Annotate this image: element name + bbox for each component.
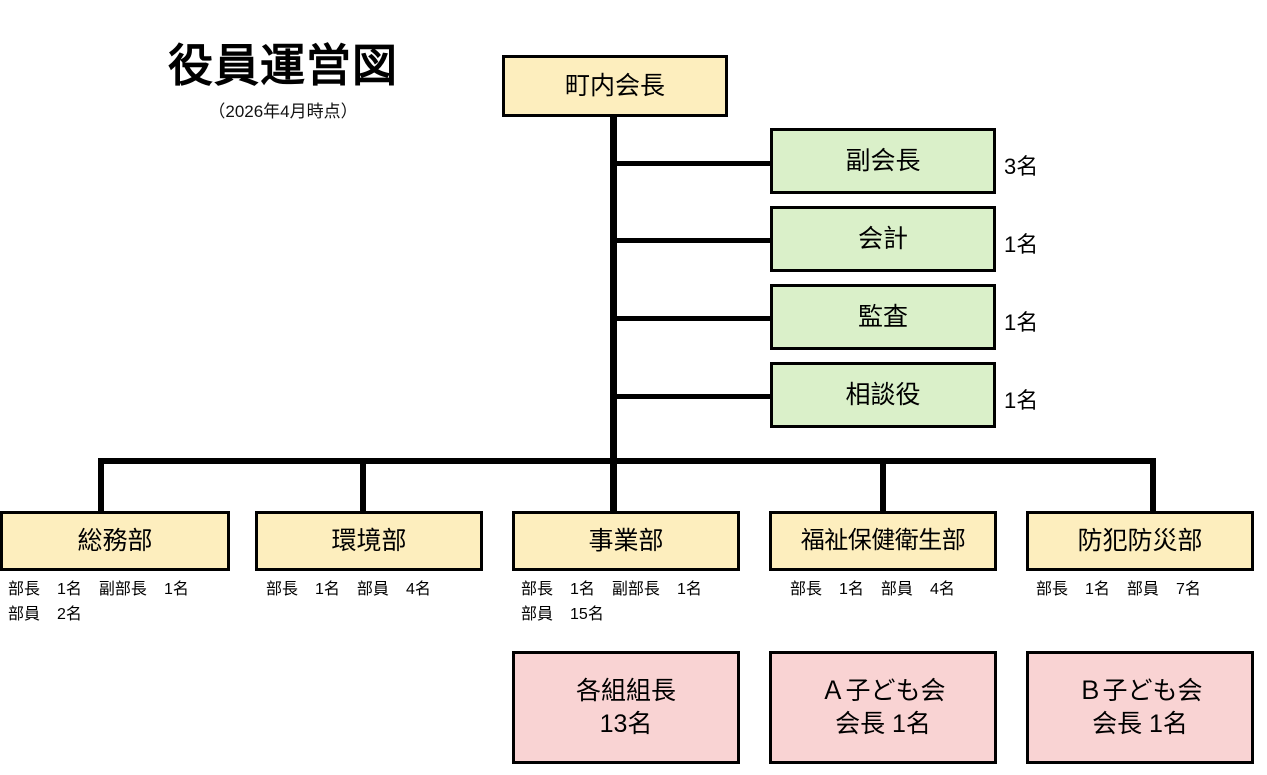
- page-subtitle: （2026年4月時点）: [208, 101, 358, 121]
- node-department-general-affairs-label: 総務部: [77, 526, 153, 555]
- role-name: 部長: [790, 581, 823, 598]
- role-count: 1名: [839, 581, 864, 598]
- role-name: 部員: [1126, 581, 1159, 598]
- node-children-association-a[interactable]: Ａ子ども会 会長 1名: [769, 651, 997, 764]
- node-accounting[interactable]: 会計: [770, 206, 996, 272]
- role-count: 7名: [1175, 581, 1201, 598]
- page-title: 役員運営図: [167, 40, 398, 91]
- count-accounting: 1名: [1004, 232, 1039, 257]
- role-count: 1名: [676, 581, 702, 598]
- role-name: 部長: [1036, 581, 1069, 598]
- role-count: 1名: [570, 581, 595, 598]
- node-department-crime-disaster-prevention[interactable]: 防犯防災部: [1026, 511, 1254, 571]
- node-department-business-label: 事業部: [588, 526, 664, 555]
- role-count: 4名: [405, 581, 431, 598]
- children-a-line1: Ａ子ども会: [820, 677, 946, 705]
- role-name: 部員: [521, 605, 554, 623]
- department-environment-roles: 部長 1名部員 4名: [266, 578, 431, 603]
- children-b-line2: 会長 1名: [1092, 709, 1188, 738]
- chart-title-block: 役員運営図 （2026年4月時点）: [138, 40, 428, 122]
- branch-line-officer-1: [610, 161, 772, 166]
- count-advisor: 1名: [1004, 388, 1039, 413]
- role-count: 4名: [929, 581, 955, 598]
- node-chairman-label: 町内会長: [564, 71, 665, 100]
- node-department-general-affairs[interactable]: 総務部: [0, 511, 230, 571]
- count-audit: 1名: [1004, 310, 1039, 335]
- drop-line-department-4: [880, 458, 886, 514]
- node-department-business[interactable]: 事業部: [512, 511, 740, 571]
- drop-line-department-5: [1150, 458, 1156, 514]
- role-name: 副部長: [611, 581, 660, 598]
- node-group-leaders[interactable]: 各組組長 13名: [512, 651, 740, 764]
- group-leaders-line1: 各組組長: [575, 677, 676, 705]
- node-advisor[interactable]: 相談役: [770, 362, 996, 428]
- trunk-vertical-line: [610, 117, 617, 463]
- node-children-association-b-label: Ｂ子ども会 会長 1名: [1077, 675, 1202, 740]
- node-department-welfare-health-label: 福祉保健衛生部: [800, 527, 966, 555]
- role-count: 1名: [163, 581, 189, 598]
- role-count: 1名: [315, 581, 340, 598]
- role-name: 部長: [521, 581, 554, 598]
- branch-line-officer-3: [610, 316, 772, 321]
- group-leaders-line2: 13名: [599, 709, 653, 738]
- drop-line-department-3: [610, 458, 617, 514]
- drop-line-department-2: [360, 458, 366, 514]
- department-welfare-health-roles: 部長 1名部員 4名: [790, 578, 955, 603]
- branch-line-officer-4: [610, 394, 772, 399]
- department-general-affairs-roles: 部長 1名副部長 1名 部員 2名: [8, 578, 189, 628]
- role-count: 2名: [57, 605, 82, 623]
- node-children-association-a-label: Ａ子ども会 会長 1名: [820, 675, 945, 740]
- children-a-line2: 会長 1名: [835, 709, 931, 738]
- role-name: 部員: [8, 605, 41, 623]
- node-audit-label: 監査: [857, 302, 908, 331]
- children-b-line1: Ｂ子ども会: [1077, 677, 1203, 705]
- role-name: 部長: [8, 581, 41, 598]
- role-count: 1名: [57, 581, 82, 598]
- node-department-crime-disaster-prevention-label: 防犯防災部: [1077, 526, 1203, 555]
- node-department-welfare-health[interactable]: 福祉保健衛生部: [769, 511, 997, 571]
- role-count: 15名: [570, 605, 604, 623]
- role-name: 部員: [356, 581, 389, 598]
- node-vice-chairman[interactable]: 副会長: [770, 128, 996, 194]
- department-bus-line: [98, 458, 1156, 464]
- department-business-roles: 部長 1名副部長 1名 部員 15名: [521, 578, 702, 628]
- node-audit[interactable]: 監査: [770, 284, 996, 350]
- node-group-leaders-label: 各組組長 13名: [576, 675, 676, 740]
- role-name: 部長: [266, 581, 299, 598]
- node-department-environment-label: 環境部: [331, 526, 407, 555]
- role-name: 部員: [880, 581, 913, 598]
- branch-line-officer-2: [610, 238, 772, 243]
- role-count: 1名: [1085, 581, 1110, 598]
- count-vice-chairman: 3名: [1004, 154, 1039, 179]
- role-name: 副部長: [98, 581, 147, 598]
- node-chairman[interactable]: 町内会長: [502, 55, 728, 117]
- drop-line-department-1: [98, 458, 104, 514]
- node-department-environment[interactable]: 環境部: [255, 511, 483, 571]
- node-accounting-label: 会計: [857, 224, 908, 253]
- node-children-association-b[interactable]: Ｂ子ども会 会長 1名: [1026, 651, 1254, 764]
- node-vice-chairman-label: 副会長: [845, 146, 921, 175]
- node-advisor-label: 相談役: [845, 380, 921, 409]
- department-crime-disaster-prevention-roles: 部長 1名部員 7名: [1036, 578, 1201, 603]
